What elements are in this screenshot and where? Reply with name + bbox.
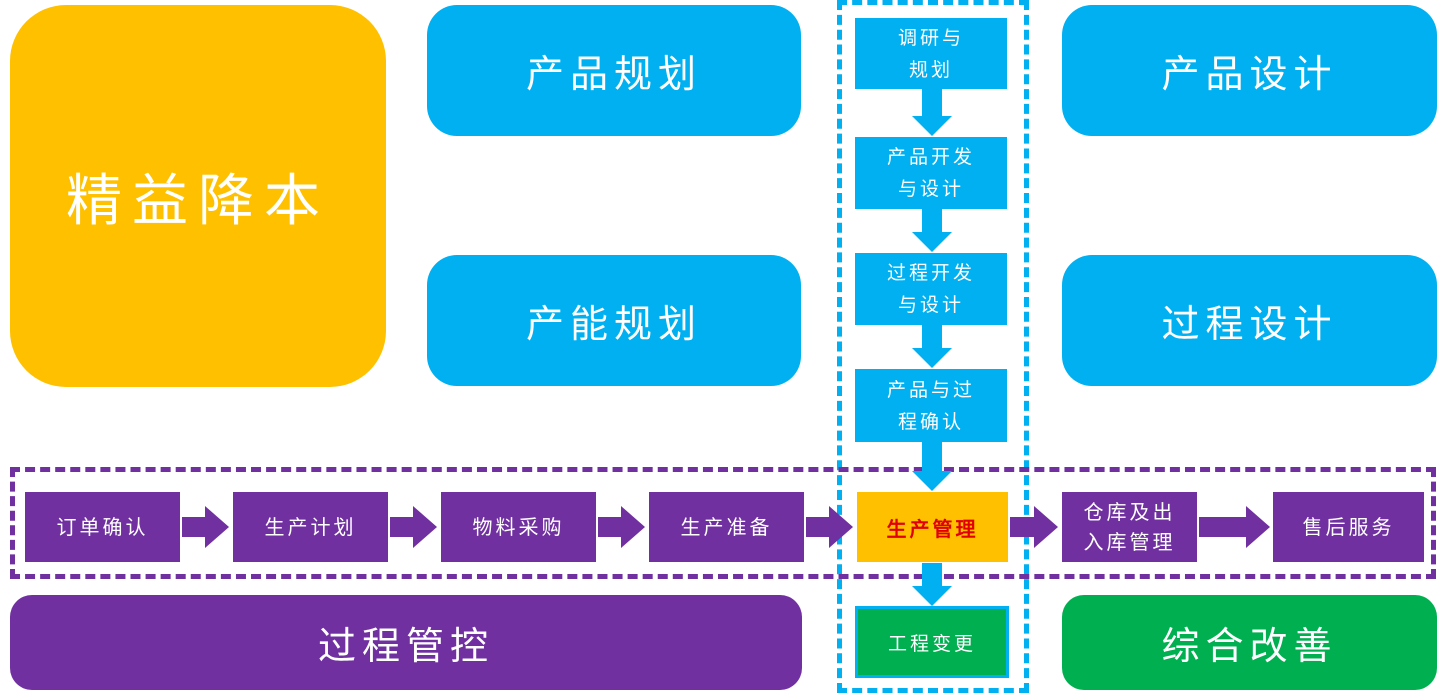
flow-step-label: 生产计划	[264, 515, 357, 539]
process-development-step: 过程开发 与设计	[855, 253, 1007, 325]
right-arrow	[598, 506, 645, 548]
capacity-planning-block: 产能规划	[427, 255, 801, 386]
product-design-label: 产品设计	[1161, 52, 1338, 96]
production-management-step: 生产管理	[857, 492, 1008, 562]
comprehensive-improvement-block: 综合改善	[1062, 595, 1437, 690]
development-dashed-frame	[837, 0, 1029, 693]
step-line-2: 程确认	[897, 410, 964, 433]
right-arrow	[390, 506, 437, 548]
process-design-label: 过程设计	[1161, 302, 1338, 346]
step-line-2: 规划	[908, 58, 953, 81]
product-process-validation-step: 产品与过 程确认	[855, 369, 1007, 442]
order-confirmation-step: 订单确认	[25, 492, 180, 562]
step-line-1: 产品与过	[886, 378, 975, 401]
flow-step-label: 订单确认	[56, 515, 149, 539]
flow-step-label: 物料采购	[472, 515, 565, 539]
down-arrow	[912, 89, 952, 136]
down-arrow	[912, 325, 952, 368]
product-planning-label: 产品规划	[525, 52, 702, 96]
down-arrow	[912, 209, 952, 252]
flow-step-label: 生产管理	[886, 516, 979, 541]
right-arrow	[182, 506, 229, 548]
production-planning-step: 生产计划	[233, 492, 388, 562]
flow-step-line-1: 仓库及出	[1083, 500, 1176, 524]
after-sales-service-step: 售后服务	[1273, 492, 1424, 562]
right-arrow	[806, 506, 853, 548]
capacity-planning-label: 产能规划	[525, 302, 702, 346]
product-design-block: 产品设计	[1062, 5, 1437, 136]
step-line-1: 调研与	[897, 26, 964, 49]
warehouse-management-step: 仓库及出 入库管理	[1062, 492, 1197, 562]
lean-cost-reduction-block: 精益降本	[10, 5, 386, 387]
right-arrow	[1199, 506, 1270, 548]
step-line-1: 产品开发	[886, 146, 975, 168]
flow-step-label: 售后服务	[1302, 515, 1395, 539]
comprehensive-improvement-label: 综合改善	[1161, 624, 1338, 668]
engineering-change-label: 工程变更	[887, 632, 976, 655]
engineering-change-step: 工程变更	[855, 606, 1009, 678]
step-line-2: 与设计	[897, 178, 964, 200]
product-planning-block: 产品规划	[427, 5, 801, 136]
process-design-block: 过程设计	[1062, 255, 1437, 386]
flow-step-line-2: 入库管理	[1083, 530, 1176, 554]
process-control-label: 过程管控	[317, 624, 494, 668]
down-arrow	[912, 563, 952, 606]
step-line-1: 过程开发	[886, 262, 975, 284]
operations-dashed-frame	[10, 467, 1436, 579]
lean-cost-reduction-label: 精益降本	[66, 168, 330, 234]
production-preparation-step: 生产准备	[649, 492, 804, 562]
right-arrow	[1010, 506, 1058, 548]
flow-step-label: 生产准备	[680, 515, 773, 539]
product-development-step: 产品开发 与设计	[855, 137, 1007, 209]
research-planning-step: 调研与 规划	[855, 18, 1007, 89]
step-line-2: 与设计	[897, 294, 964, 316]
material-procurement-step: 物料采购	[441, 492, 596, 562]
down-arrow	[912, 442, 952, 491]
process-control-block: 过程管控	[10, 595, 802, 690]
